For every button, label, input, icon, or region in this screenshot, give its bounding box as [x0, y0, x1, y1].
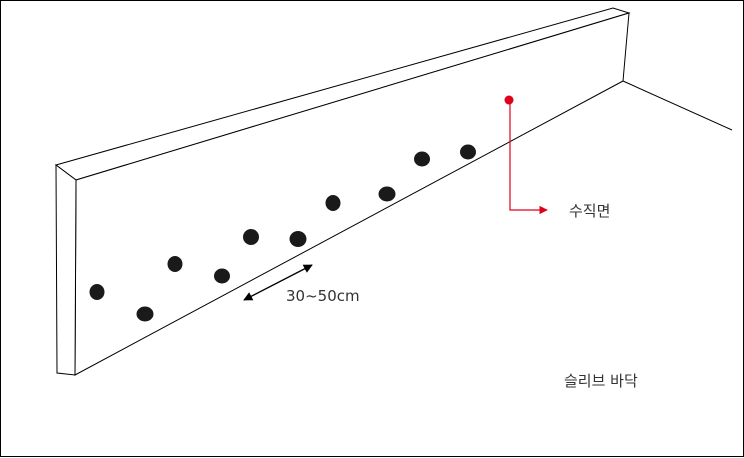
floor-edge-line: [622, 80, 733, 131]
hole: [167, 256, 183, 272]
hole: [89, 284, 105, 300]
hole: [136, 306, 154, 322]
holes-group: [89, 144, 476, 322]
hole: [214, 268, 230, 284]
hole: [378, 186, 396, 202]
hole: [460, 144, 476, 160]
wall-end-face: [55, 163, 77, 376]
hole: [325, 195, 341, 211]
spacing-label: 30~50cm: [286, 287, 360, 305]
hole: [414, 151, 430, 167]
hole: [289, 231, 307, 247]
vertical-face-leader-line: [509, 101, 548, 215]
slab-floor-label: 슬리브 바닥: [564, 372, 638, 390]
spacing-arrow: [243, 264, 313, 301]
wall-front-face: [74, 12, 630, 376]
vertical-face-marker-dot: [504, 95, 514, 105]
hole: [243, 229, 259, 245]
vertical-face-label: 수직면: [569, 202, 611, 220]
